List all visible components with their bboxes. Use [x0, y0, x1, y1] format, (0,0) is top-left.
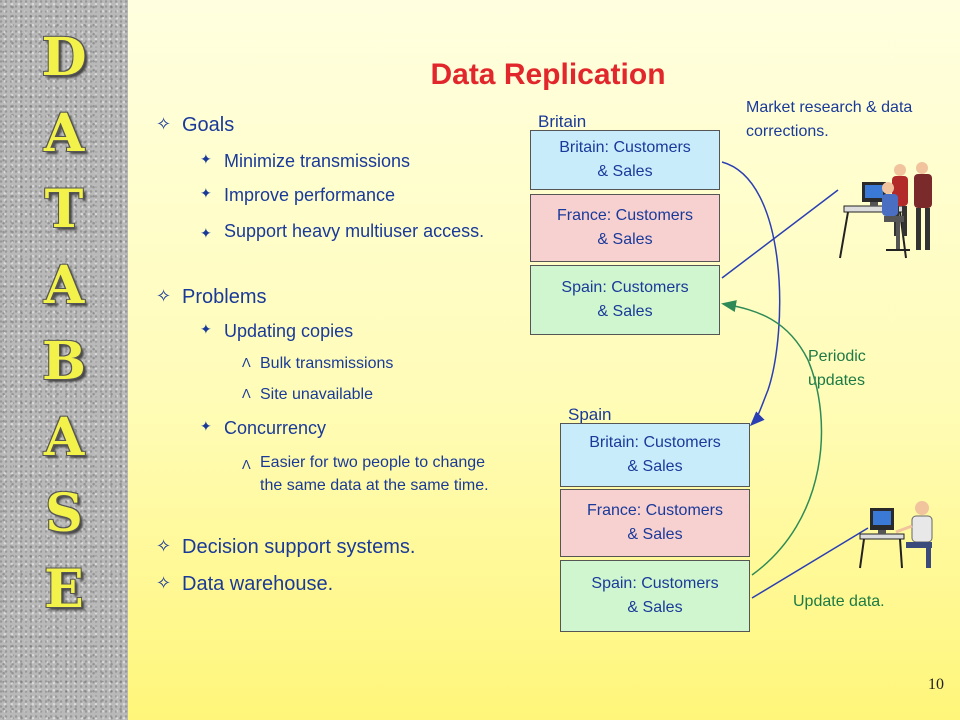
- sidebar-letter: B: [42, 331, 86, 392]
- sub-bullet: ✦ Support heavy multiuser access.: [200, 219, 494, 243]
- sub-bullet: ✦ Improve performance: [200, 185, 396, 205]
- connector-market-research: [721, 189, 839, 279]
- arrow-britain-to-spain: [721, 161, 781, 427]
- sub-bullet: ✦ Minimize transmissions: [200, 151, 411, 171]
- hollow-star-bullet-icon: ✧: [156, 286, 172, 306]
- bullet-goals: ✧ Goals: [156, 114, 235, 137]
- sidebar-letter: A: [43, 255, 85, 316]
- arrow-spain-to-britain: [721, 300, 823, 576]
- caret-bullet-icon: Λ: [242, 457, 251, 472]
- update-data-label: Update data.: [793, 593, 885, 610]
- site-label-spain: Spain: [568, 405, 612, 424]
- market-research-label: Market research & data corrections.: [746, 99, 913, 140]
- bullet-warehouse: ✧ Data warehouse.: [156, 573, 334, 595]
- slide-title: Data Replication: [430, 58, 666, 91]
- sub-bullet: ✦ Concurrency: [200, 418, 327, 438]
- star-bullet-icon: ✦: [200, 151, 212, 167]
- star-bullet-icon: ✦: [200, 418, 212, 434]
- sidebar-letter: S: [45, 483, 83, 544]
- page-number: 10: [928, 676, 944, 693]
- hollow-star-bullet-icon: ✧: [156, 114, 172, 134]
- slide-content: Data Replication ✧ Goals ✦ Minimize tran…: [128, 0, 960, 720]
- table-box-france: France: Customers & Sales: [560, 489, 750, 557]
- table-box-spain: Spain: Customers & Sales: [530, 265, 720, 335]
- sub-sub-bullet: Λ Bulk transmissions: [242, 355, 394, 372]
- table-box-france: France: Customers & Sales: [530, 194, 720, 262]
- hollow-star-bullet-icon: ✧: [156, 536, 172, 556]
- sidebar-letter: T: [44, 179, 84, 240]
- table-box-spain: Spain: Customers & Sales: [560, 560, 750, 632]
- caret-bullet-icon: Λ: [242, 355, 251, 370]
- replication-arrows: [721, 161, 869, 599]
- periodic-updates-label: Periodic updates: [808, 348, 866, 389]
- sidebar-letter: D: [41, 27, 87, 88]
- sidebar-decoration: D A T A B A S E: [0, 0, 128, 720]
- bullet-problems: ✧ Problems: [156, 286, 267, 309]
- site-label-britain: Britain: [538, 112, 587, 131]
- sub-bullet: ✦ Updating copies: [200, 321, 354, 341]
- sidebar-letter: E: [44, 559, 84, 620]
- connector-update-data: [751, 527, 869, 599]
- bullet-dss: ✧ Decision support systems.: [156, 536, 416, 558]
- star-bullet-icon: ✦: [200, 321, 212, 337]
- bullet-label: Problems: [182, 286, 267, 308]
- hollow-star-bullet-icon: ✧: [156, 573, 172, 593]
- person-at-computer-clipart-icon: [859, 501, 933, 569]
- sidebar-letter: A: [43, 407, 85, 468]
- sidebar-letter: A: [43, 103, 85, 164]
- caret-bullet-icon: Λ: [242, 386, 251, 401]
- sub-sub-bullet: Λ Easier for two people to change the sa…: [242, 454, 489, 494]
- table-box-britain: Britain: Customers & Sales: [560, 423, 750, 487]
- sub-sub-bullet: Λ Site unavailable: [242, 386, 373, 403]
- office-workers-at-computer-clipart-icon: [839, 162, 932, 259]
- table-box-britain: Britain: Customers & Sales: [530, 130, 720, 190]
- star-bullet-icon: ✦: [200, 185, 212, 201]
- star-bullet-icon: ✦: [200, 225, 212, 241]
- bullet-label: Goals: [182, 114, 235, 136]
